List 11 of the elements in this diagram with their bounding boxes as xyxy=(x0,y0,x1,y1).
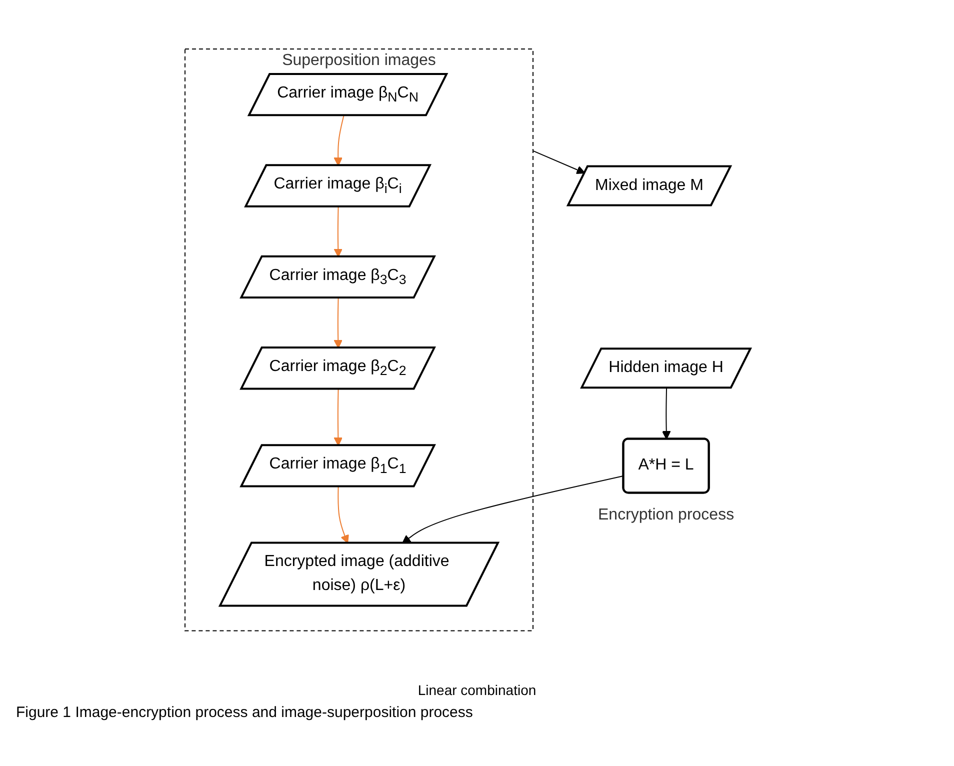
arrow xyxy=(334,115,345,166)
arrow xyxy=(334,388,344,446)
arrow xyxy=(334,206,343,258)
note-text: Linear combination xyxy=(418,682,536,698)
figure-caption: Figure 1 Image-encryption process and image-superposition process xyxy=(15,703,474,723)
arrow xyxy=(532,150,586,174)
node-label: Encryption process xyxy=(598,506,735,524)
arrow xyxy=(662,388,672,440)
arrow xyxy=(338,486,350,544)
arrow xyxy=(334,298,343,349)
arrow xyxy=(402,476,625,544)
